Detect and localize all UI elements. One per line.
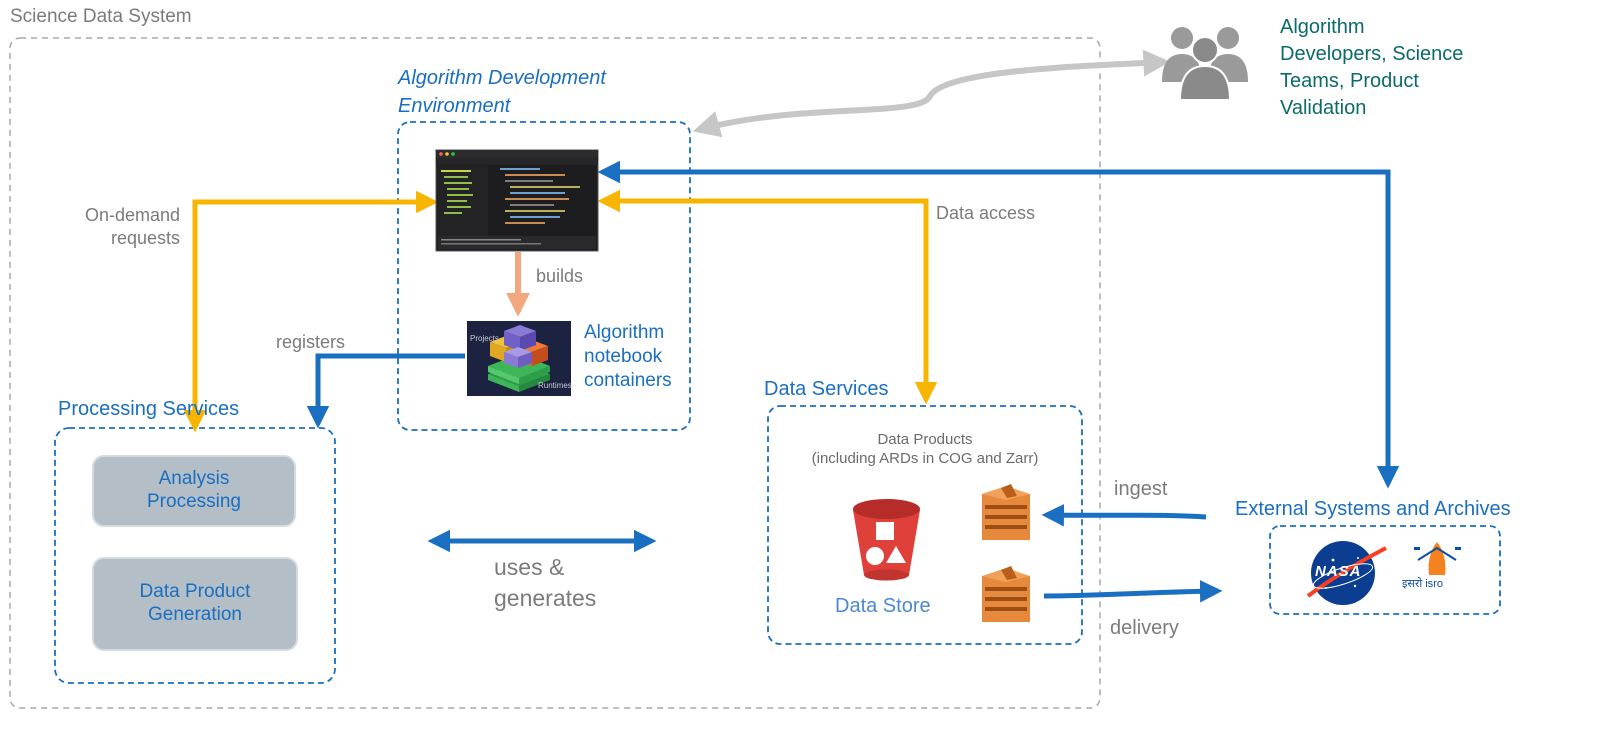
- nasa-logo: [1306, 541, 1387, 605]
- processing-services-title: Processing Services: [58, 398, 240, 420]
- ingest-label: ingest: [1114, 478, 1168, 500]
- analysis-processing-card: Analysis Processing: [92, 455, 296, 527]
- nasa-logo-text: NASA: [1315, 563, 1362, 580]
- registers-label: registers: [276, 332, 346, 352]
- aws-gateway-icon-2: [982, 566, 1030, 622]
- containers-label-line: notebook: [584, 346, 663, 367]
- aws-gateway-icon: [982, 484, 1030, 540]
- data-products-line: Data Products: [877, 431, 973, 448]
- data-products-subtitle: Data Products (including ARDs in COG and…: [768, 430, 1082, 468]
- card-line: Data Product: [139, 581, 251, 603]
- delivery-label: delivery: [1110, 617, 1179, 639]
- data-product-generation-card: Data Product Generation: [92, 557, 298, 651]
- ide-external-arrow: [597, 160, 1400, 489]
- containers-label-line: containers: [584, 370, 672, 391]
- containers-icon-text-top: Projects: [470, 334, 499, 343]
- ade-title-line: Environment: [398, 95, 511, 117]
- users-ade-arrow: [692, 49, 1171, 138]
- containers-label-line: Algorithm: [584, 322, 665, 343]
- external-systems-title: External Systems and Archives: [1235, 498, 1511, 520]
- isro-logo: [1414, 542, 1461, 575]
- on-demand-arrow: [183, 190, 439, 433]
- on-demand-label-line: requests: [110, 228, 180, 248]
- data-products-line: (including ARDs in COG and Zarr): [811, 450, 1039, 467]
- ade-title: Algorithm Development Environment: [398, 64, 678, 120]
- uses-generates-label: uses & generates: [494, 552, 644, 614]
- external-systems-boundary: [1269, 525, 1501, 615]
- on-demand-label-line: On-demand: [84, 205, 180, 225]
- users-label-line: Algorithm: [1280, 16, 1365, 38]
- card-line: Analysis: [158, 468, 230, 490]
- data-store-label: Data Store: [835, 595, 931, 617]
- outer-title: Science Data System: [10, 6, 192, 27]
- containers-cube-icon: [467, 321, 571, 396]
- containers-icon-text-bottom: Runtimes: [538, 381, 572, 390]
- uses-generates-line: generates: [494, 585, 597, 611]
- uses-generates-line: uses &: [494, 554, 565, 580]
- users-label-line: Teams, Product: [1280, 70, 1419, 92]
- containers-label: Algorithm notebook containers: [584, 321, 694, 393]
- ade-title-line: Algorithm Development: [398, 67, 606, 89]
- users-group-icon: [1162, 27, 1248, 101]
- ade-boundary: [397, 121, 691, 431]
- builds-label: builds: [536, 266, 584, 286]
- on-demand-label: On-demand requests: [30, 204, 180, 250]
- data-services-title: Data Services: [764, 378, 889, 400]
- users-label-line: Validation: [1280, 97, 1367, 119]
- registers-arrow: [306, 353, 465, 429]
- users-label: Algorithm Developers, Science Teams, Pro…: [1280, 14, 1520, 122]
- ingest-arrow: [1041, 504, 1207, 527]
- data-access-label: Data access: [936, 203, 1036, 223]
- isro-logo-text: इसरो isro: [1402, 578, 1443, 590]
- card-line: Generation: [147, 604, 242, 625]
- card-line: Processing: [147, 491, 241, 512]
- users-label-line: Developers, Science: [1280, 43, 1464, 65]
- ide-screenshot-icon: [435, 149, 599, 252]
- delivery-arrow: [1043, 580, 1223, 603]
- s3-bucket-icon: [853, 499, 920, 581]
